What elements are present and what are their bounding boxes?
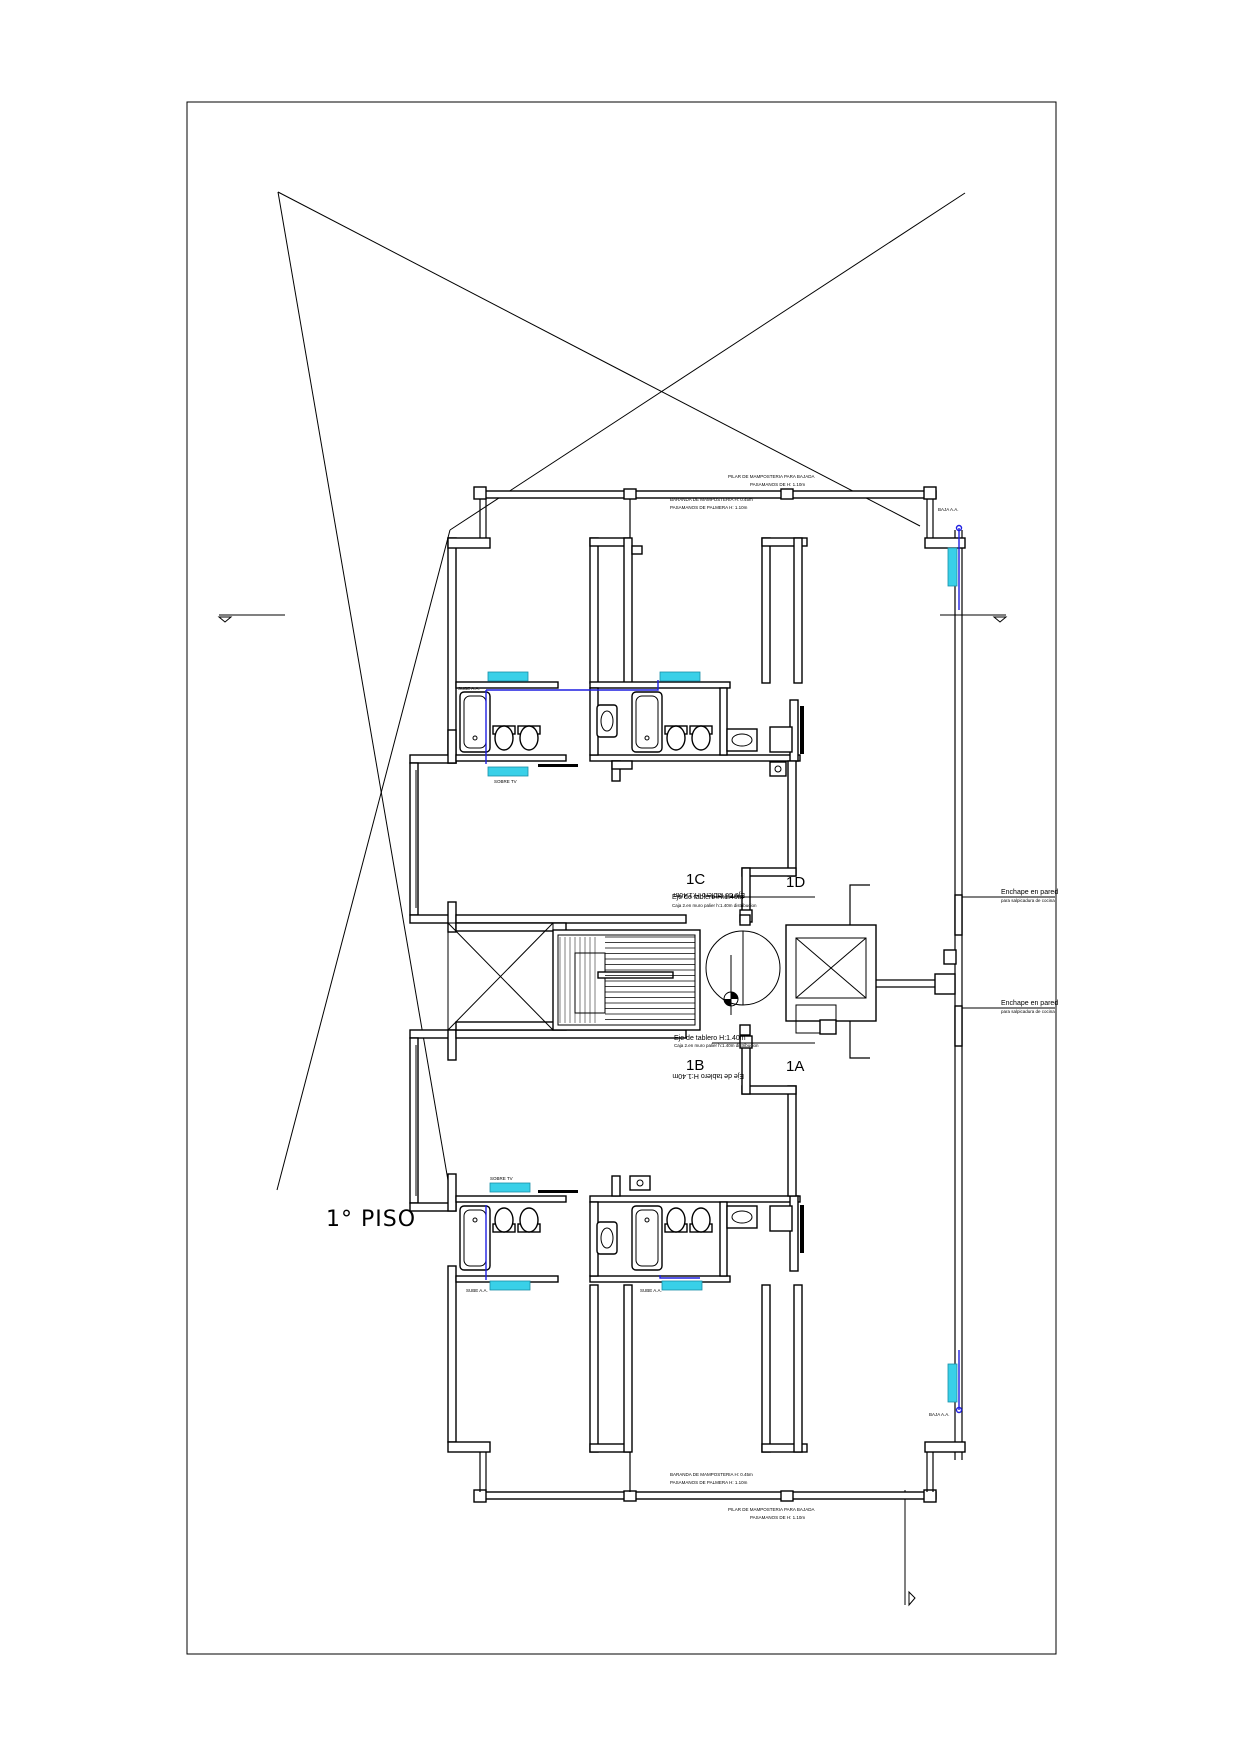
note-sube-2: SUBE A.A. [466, 1288, 488, 1293]
unit-label-1a: 1A [786, 1058, 804, 1075]
note-enchape-1-sub: para salpicadura de cocina [1001, 898, 1055, 903]
board-axis-top-right: Eje de tablero H:1.40m [673, 891, 745, 898]
unit-top-walls [455, 537, 808, 932]
note-rail-top-2: PASAMANOS DE PALMERA H: 1.10m [670, 505, 748, 510]
note-bench-bottom-sub: PASAMANOS DE H: 1.10m [750, 1515, 805, 1520]
note-enchape-2-sub: para salpicadura de cocina [1001, 1009, 1055, 1014]
board-note-bottom: Caja 2.en muro palier h:1.40m distribuci… [674, 1043, 759, 1048]
building-outline [409, 486, 966, 1503]
note-bench-top-sub: PASAMANOS DE H: 1.10m [750, 482, 805, 487]
note-sube-1: SUBE A.A. [458, 686, 480, 691]
note-baja-top: BAJA A.A. [938, 507, 959, 512]
note-bench-top: PILAR DE MAMPOSTERIA PARA BAJADA [728, 474, 814, 479]
ac-piping [485, 524, 963, 1414]
ac-units [487, 547, 958, 1403]
level-marker-bottom [904, 1490, 916, 1607]
construction-lines [276, 191, 966, 1193]
board-axis-bottom-right: Eje de tablero H:1.40m [672, 1072, 744, 1079]
note-rail-top-1: BARANDA DE MAMPOSTERIA H: 0.45m [670, 497, 753, 502]
note-rail-bottom-2: PASAMANOS DE PALMERA H: 1.10m [670, 1480, 748, 1485]
level-marker-right [940, 614, 1008, 623]
note-enchape-1: Enchape en pared [1001, 889, 1058, 896]
unit-label-1c: 1C [686, 871, 705, 888]
level-marker-left [217, 614, 285, 623]
note-baja-bottom: BAJA A.A. [929, 1412, 950, 1417]
note-bench-bottom: PILAR DE MAMPOSTERIA PARA BAJADA [728, 1507, 814, 1512]
unit-label-1b: 1B [686, 1057, 704, 1074]
note-sube-3: SUBE A.A. [640, 1288, 662, 1293]
sheet-border [186, 101, 1057, 1655]
stair-treads [559, 936, 695, 1023]
note-rail-bottom-1: BARANDA DE MAMPOSTERIA H: 0.45m [670, 1472, 753, 1477]
note-enchape-2: Enchape en pared [1001, 1000, 1058, 1007]
note-sobre-tv-bottom: SOBRE TV [490, 1176, 513, 1181]
note-sobre-tv-top: SOBRE TV [494, 779, 517, 784]
floor-label: 1° PISO [326, 1207, 416, 1232]
board-note-top: Caja 2.en muro palier h:1.40m distribuci… [672, 903, 757, 908]
board-axis-top-left: Eje de tablero H:1.40m [672, 894, 744, 901]
board-axis-bottom-left: Eje de tablero H:1.40m [674, 1035, 746, 1042]
unit-label-1d: 1D [786, 874, 805, 891]
unit-bottom-walls [455, 1021, 808, 1453]
core-lift [705, 884, 963, 1059]
